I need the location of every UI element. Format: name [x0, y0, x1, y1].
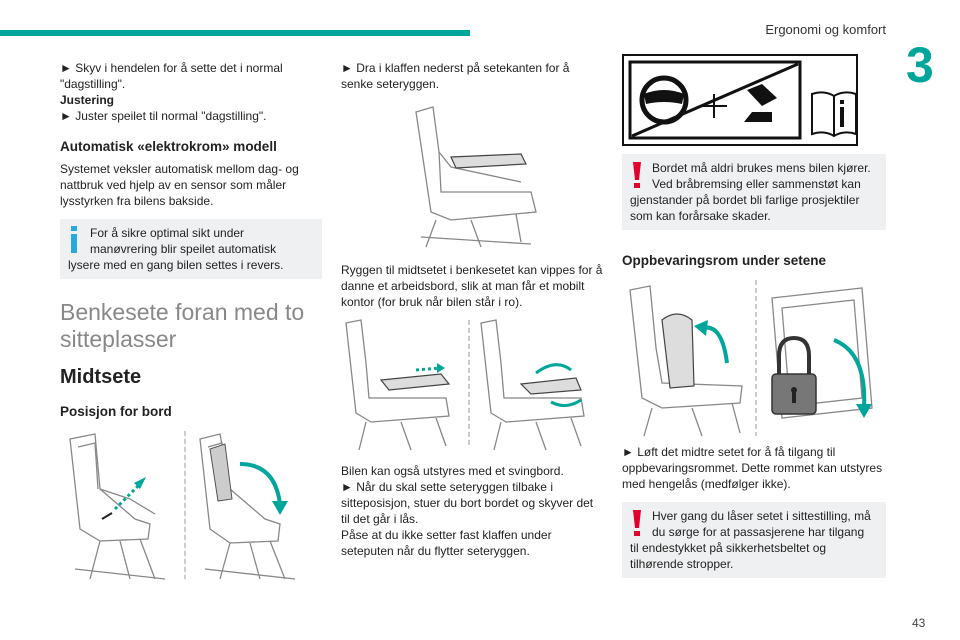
- info-note: For å sikre optimal sikt under manøvreri…: [60, 219, 322, 279]
- justering-heading: Justering: [60, 93, 115, 107]
- no-table-while-driving-pictogram: [622, 54, 858, 146]
- info-line-2: manøvrering blir speilet automatisk: [90, 242, 277, 256]
- table-position-heading: Posisjon for bord: [60, 404, 172, 419]
- warning-seatbelt-line-2: du sørge for at passasjerene har tilgang: [652, 525, 865, 539]
- warning-icon: [633, 510, 641, 536]
- storage-heading: Oppbevaringsrom under setene: [622, 253, 827, 268]
- step-return-backrest: ► Når du skal sette seteryggen tilbake i…: [341, 480, 594, 526]
- illustration-storage: [622, 278, 886, 438]
- header-accent-bar: [0, 30, 470, 36]
- warning-note-seatbelt: Hver gang du låser setet i sittestilling…: [622, 502, 886, 578]
- warning-table-line-1: Bordet må aldri brukes mens bilen kjører…: [652, 161, 871, 175]
- column-middle: ► Dra i klaffen nederst på setekanten fo…: [341, 60, 603, 559]
- info-line-1: For å sikre optimal sikt under: [90, 226, 245, 240]
- section-title: Ergonomi og komfort: [765, 22, 886, 37]
- padlock-icon: [771, 335, 817, 415]
- warning-table-line-2: Ved bråbremsing eller sammenstøt kan: [652, 177, 861, 191]
- warning-table-rest: gjenstander på bordet bli farlige prosje…: [630, 193, 860, 223]
- storage-step: ► Løft det midtre setet for å få tilgang…: [622, 445, 883, 491]
- warning-seatbelt-line-1: Hver gang du låser setet i sittestilling…: [652, 509, 871, 523]
- page-number: 43: [912, 616, 926, 630]
- info-line-rest: lysere med en gang bilen settes i revers…: [68, 258, 284, 272]
- step-day-position: ► Skyv i hendelen for å sette det i norm…: [60, 61, 283, 91]
- bench-seat-heading: Benkesete foran med to sitteplasser: [60, 299, 305, 352]
- auto-model-body: Systemet veksler automatisk mellom dag- …: [60, 162, 299, 208]
- caution-flap-text: Påse at du ikke setter fast klaffen unde…: [341, 528, 552, 558]
- pictogram-box: [622, 54, 886, 146]
- warning-seatbelt-rest: til endestykket på sikkerhetsbeltet og t…: [630, 541, 827, 571]
- backrest-table-text: Ryggen til midtsetet i benkesetet kan vi…: [341, 263, 603, 309]
- column-right: Bordet må aldri brukes mens bilen kjører…: [622, 54, 886, 578]
- warning-icon: [633, 162, 641, 188]
- step-lower-backrest: ► Dra i klaffen nederst på setekanten fo…: [341, 61, 570, 91]
- under-seat-storage-illustration: [629, 280, 873, 437]
- step-adjust-mirror: ► Juster speilet til normal "dagstilling…: [60, 109, 267, 123]
- seat-fold-illustration: [69, 431, 296, 580]
- info-icon: [71, 226, 77, 253]
- column-left: ► Skyv i hendelen for å sette det i norm…: [60, 60, 322, 589]
- illustration-swivel-table: [341, 318, 603, 453]
- auto-model-heading: Automatisk «elektrokrom» modell: [60, 139, 277, 154]
- illustration-table-position: [60, 429, 322, 589]
- swivel-table-illustration: [345, 319, 585, 451]
- chapter-number: 3: [906, 37, 934, 93]
- illustration-lower-backrest: [341, 102, 603, 252]
- backrest-lowered-illustration: [415, 106, 537, 248]
- swivel-table-text: Bilen kan også utstyres med et svingbord…: [341, 464, 564, 478]
- warning-note-table: Bordet må aldri brukes mens bilen kjører…: [622, 154, 886, 230]
- read-manual-icon: [811, 91, 857, 138]
- midtsete-heading: Midtsete: [60, 366, 142, 388]
